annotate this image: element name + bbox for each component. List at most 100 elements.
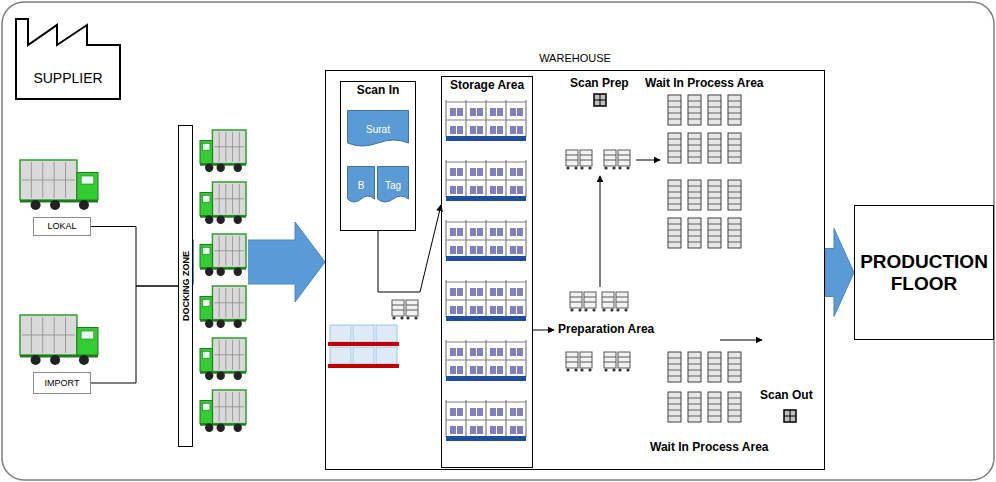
rack-shelf [446,300,526,301]
wip-rack-shelf [688,107,701,108]
truck-icon [200,234,246,276]
wip-rack-frame [688,133,701,163]
rack-bin [517,348,523,356]
cart-wheel [414,316,417,319]
document-outline-path [378,167,409,203]
cart-shelf [566,160,578,161]
area-box: Scan InSuratBTag [340,81,416,231]
wip-rack-shelf [668,242,681,243]
rack-shelf [446,360,526,361]
rack-bin [517,168,523,176]
cart-wheel [612,166,615,169]
block-arrow [825,229,854,317]
area-label: Scan Out [760,388,813,402]
cart-icon [584,292,596,312]
rack-bin [490,126,496,134]
wip-rack-shelf [728,376,741,377]
rack-bin [477,288,483,296]
wip-rack-shelf [688,119,701,120]
wip-rack-shelf [688,139,701,140]
cart-shelf [566,155,578,156]
rack-bin [470,228,476,236]
rack-bin [477,366,483,374]
rack-bin [457,168,463,176]
rack-bin [510,108,516,116]
wip-rack-frame [728,392,741,422]
wip-rack [728,392,741,422]
wip-rack [728,133,741,163]
wip-rack-shelf [688,157,701,158]
cart-wheel [588,166,591,169]
cargo-rib [214,198,244,199]
storage-rack [446,160,526,201]
wip-rack-shelf [728,113,741,114]
rack-post [525,220,526,257]
wip-rack [728,95,741,125]
rack-post [465,220,466,257]
cart-icon [566,150,578,170]
rack-shelf [446,120,526,121]
pallet-box [353,325,374,342]
factory-shape: SUPPLIER [15,15,121,100]
wip-rack-shelf [728,370,741,371]
cargo-rib [214,302,244,303]
rack-post [465,400,466,437]
cart-shelf [406,310,418,311]
wip-rack-frame [688,180,701,210]
rack-bin [517,306,523,314]
cart-shelf [616,302,628,303]
wip-rack-shelf [728,101,741,102]
wip-rack-shelf [728,204,741,205]
cart-wheel [602,308,605,311]
wip-rack [668,352,681,382]
wip-rack-shelf [708,151,721,152]
rack-base [446,136,526,141]
wip-rack-shelf [668,370,681,371]
wip-rack-shelf [708,101,721,102]
rack-bin [497,426,503,434]
rack-bin [510,348,516,356]
wip-rack-shelf [688,151,701,152]
rack-bin [497,306,503,314]
truck-cargo [212,130,246,164]
cart-body [618,352,630,368]
cart-wheel [612,368,615,371]
storage-rack [446,100,526,141]
cart-shelf [604,155,616,156]
cart-shelf [580,357,592,358]
truck-cargo [20,315,77,355]
rack-bin [490,108,496,116]
cart-shelf [580,362,592,363]
cart-shelf [566,362,578,363]
rack-bin [450,108,456,116]
wip-rack-shelf [688,376,701,377]
cart-body [618,150,630,166]
factory-outline-path [16,19,120,99]
rack-bin [450,426,456,434]
cart-icon [570,292,582,312]
truck-cab [200,193,212,216]
wip-rack-frame [668,95,681,125]
rack-bin [457,288,463,296]
wip-rack-shelf [688,398,701,399]
rack-bin [497,246,503,254]
rack-post [525,400,526,437]
rack-bin [457,228,463,236]
wip-rack-shelf [728,230,741,231]
rack-bin [497,408,503,416]
cart-icon [604,150,616,170]
wip-rack-shelf [728,364,741,365]
wip-rack-shelf [668,107,681,108]
area-heading: WAREHOUSE [326,52,824,65]
wip-rack-shelf [708,186,721,187]
area-label: Wait In Process Area [650,440,769,454]
wip-rack-shelf [668,410,681,411]
rack-bin [510,306,516,314]
wip-rack-shelf [668,186,681,187]
cart-wheel [592,308,595,311]
wip-rack [708,95,721,125]
cart-wheel [580,166,583,169]
rack-shelf [446,102,526,103]
truck-icon [200,182,246,224]
